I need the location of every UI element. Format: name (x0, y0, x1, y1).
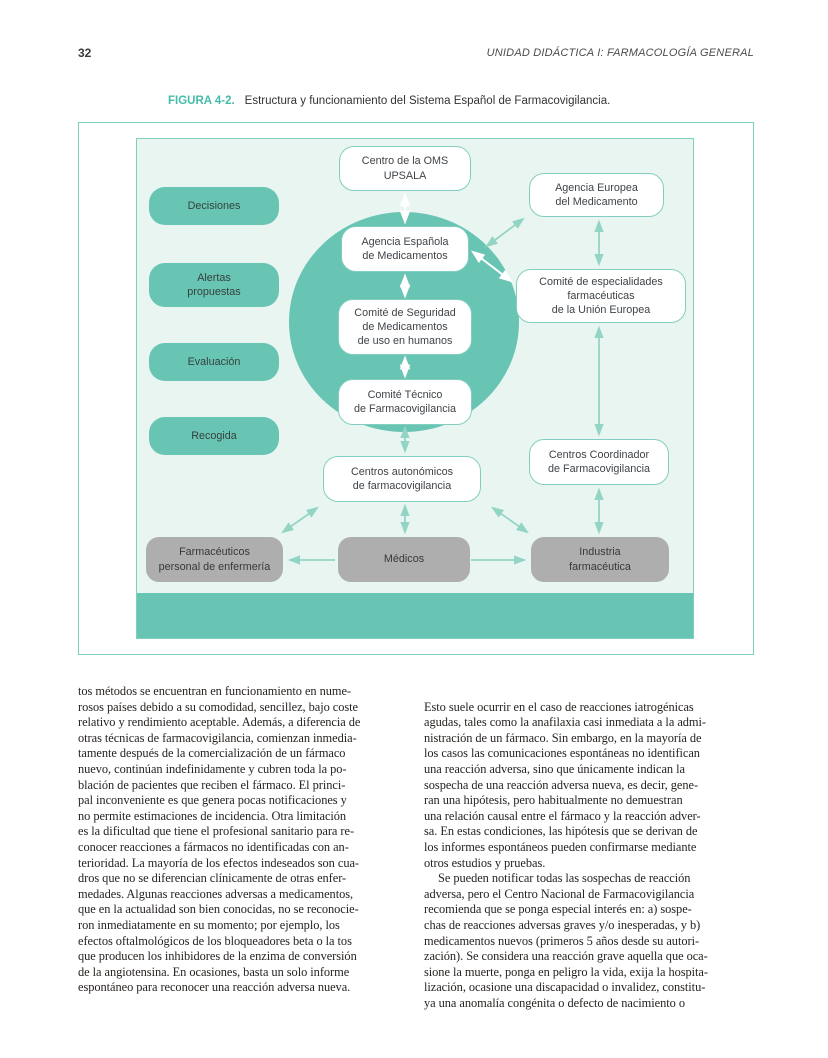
label-recogida: Recogida (149, 417, 279, 455)
figure-4-2: Decisiones Alertas propuestas Evaluación… (78, 122, 754, 655)
node-centro-oms-upsala: Centro de la OMS UPSALA (339, 146, 471, 191)
right-column-paragraph-1: Esto suele ocurrir en el caso de reaccio… (424, 699, 706, 870)
label-decisiones: Decisiones (149, 187, 279, 225)
node-comite-seguridad: Comité de Seguridad de Medicamentos de u… (338, 299, 472, 355)
bottom-teal-band (137, 593, 693, 638)
node-comite-tecnico: Comité Técnico de Farmacovigilancia (338, 379, 472, 425)
node-agencia-europea: Agencia Europea del Medicamento (529, 173, 664, 217)
node-centros-coordinador: Centros Coordinador de Farmacovigilancia (529, 439, 669, 485)
figure-caption: FIGURA 4-2. Estructura y funcionamiento d… (168, 95, 728, 107)
page-number: 32 (78, 46, 92, 60)
node-medicos: Médicos (338, 537, 470, 582)
body-text-left-column: tos métodos se encuentran en funcionamie… (78, 684, 361, 995)
arrow-circle-europea (485, 217, 525, 248)
node-comite-especialidades: Comité de especialidades farmacéuticas d… (516, 269, 686, 323)
right-column-paragraph-2: Se pueden notificar todas las sospechas … (424, 871, 708, 1010)
body-text-right-column: Esto suele ocurrir en el caso de reaccio… (424, 684, 760, 1027)
node-industria: Industria farmacéutica (531, 537, 669, 582)
label-alertas-propuestas: Alertas propuestas (149, 263, 279, 307)
arrow-autonomicos-industria (491, 506, 529, 534)
label-evaluacion: Evaluación (149, 343, 279, 381)
arrow-aemps-especialidades (470, 250, 514, 283)
node-farmaceuticos: Farmacéuticos personal de enfermería (146, 537, 283, 582)
running-header: UNIDAD DIDÁCTICA I: FARMACOLOGÍA GENERAL (486, 47, 754, 59)
figure-label: FIGURA 4-2. (168, 95, 235, 107)
arrow-autonomicos-farmaceuticos (281, 506, 319, 534)
node-centros-autonomicos: Centros autonómicos de farmacovigilancia (323, 456, 481, 502)
figure-caption-text: Estructura y funcionamiento del Sistema … (244, 95, 611, 107)
node-agencia-espanola: Agencia Española de Medicamentos (341, 226, 469, 272)
